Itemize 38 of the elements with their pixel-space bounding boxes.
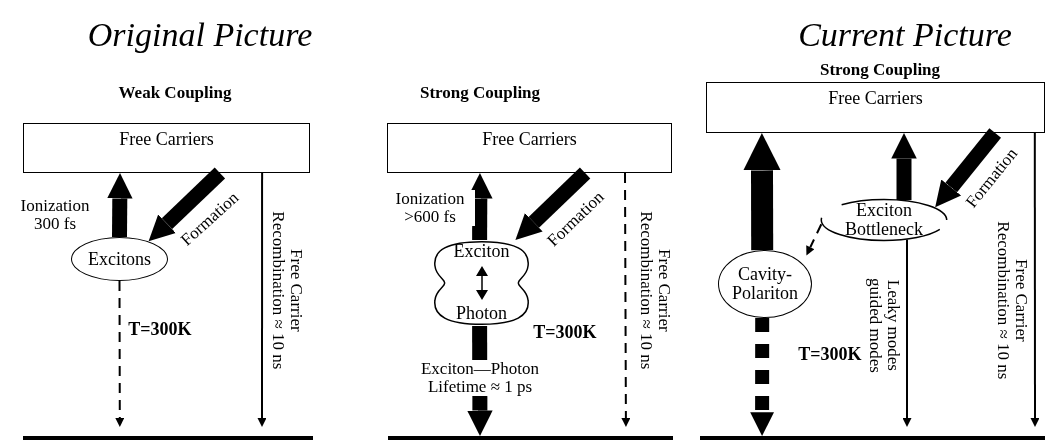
- temperature-label: T=300K: [533, 323, 597, 343]
- node-label: Cavity-Polariton: [731, 265, 799, 303]
- arrow: [891, 133, 917, 200]
- temperature-label: T=300K: [798, 345, 862, 365]
- node-label: Free Carriers: [827, 89, 924, 108]
- panel-title: Original Picture: [87, 16, 313, 54]
- process-box: [23, 123, 310, 173]
- panel-subtitle: Strong Coupling: [419, 83, 541, 103]
- node-label: Free Carriers: [118, 130, 215, 149]
- arrow: [1030, 132, 1040, 427]
- node-label: Exciton Bottleneck: [844, 201, 924, 239]
- temperature-label: T=300K: [128, 320, 192, 340]
- dashed-arrow: [621, 172, 631, 427]
- panel-subtitle: Weak Coupling: [118, 83, 232, 103]
- arrow: [515, 167, 591, 240]
- baseline-bar: [388, 436, 673, 440]
- arrow: [107, 173, 133, 238]
- process-box: [706, 82, 1045, 133]
- node-label: Photon: [456, 304, 507, 323]
- edge-label: Leaky modes guided modes: [865, 275, 903, 375]
- arrow: [257, 172, 267, 427]
- baseline-bar: [23, 436, 313, 440]
- arrow: [935, 128, 1002, 208]
- cloud-node: [433, 240, 530, 326]
- baseline-bar: [700, 436, 1045, 440]
- node-label: Free Carriers: [481, 130, 578, 149]
- node-label: Exciton: [453, 242, 510, 261]
- process-box: [387, 123, 672, 173]
- open-ellipse-node: [820, 199, 948, 241]
- panel-title: Current Picture: [798, 16, 1012, 54]
- dashed-arrow: [115, 280, 125, 427]
- arrow: [902, 238, 912, 427]
- arrow: [148, 167, 226, 242]
- arrow: [743, 133, 781, 251]
- node-label: Excitons: [87, 249, 152, 269]
- dashed-arrow: [750, 317, 774, 436]
- dashed-arrow: [806, 223, 823, 256]
- panel-subtitle: Strong Coupling: [819, 60, 941, 80]
